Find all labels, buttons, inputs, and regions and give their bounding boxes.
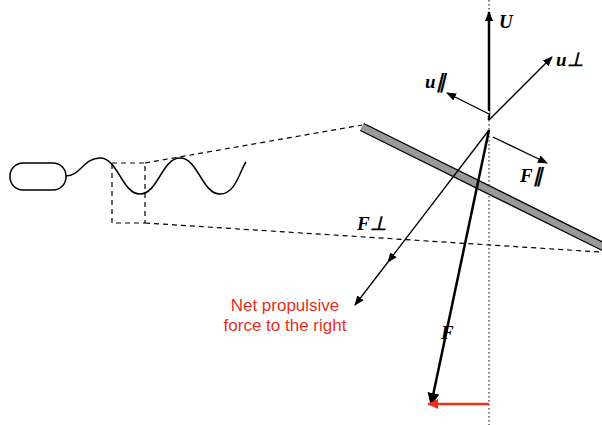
velocity-arrow: [447, 93, 489, 114]
rod-outline: [362, 127, 602, 247]
propulsion-arrow: [428, 403, 489, 406]
force-label: F⊥: [357, 214, 387, 235]
cell-body: [10, 163, 66, 190]
velocity-label: U: [499, 12, 513, 33]
velocity-arrow: [489, 57, 552, 120]
annotation-note: Net propulsive force to the right: [220, 296, 350, 337]
velocity-arrow: [488, 12, 491, 120]
vertical-reference: [489, 0, 490, 425]
zoom-box: [112, 163, 145, 223]
force-arrow: [355, 262, 388, 305]
net-force-arrow: [431, 130, 489, 405]
flagellum-segment: [362, 127, 602, 247]
flagellum-wave: [66, 158, 246, 194]
velocity-label: u⊥: [556, 50, 584, 71]
force-label: F∥: [520, 166, 543, 187]
force-arrow: [493, 137, 547, 163]
zoom-line: [145, 125, 362, 163]
force-label: F: [441, 323, 454, 344]
velocity-label: u∥: [425, 72, 446, 93]
